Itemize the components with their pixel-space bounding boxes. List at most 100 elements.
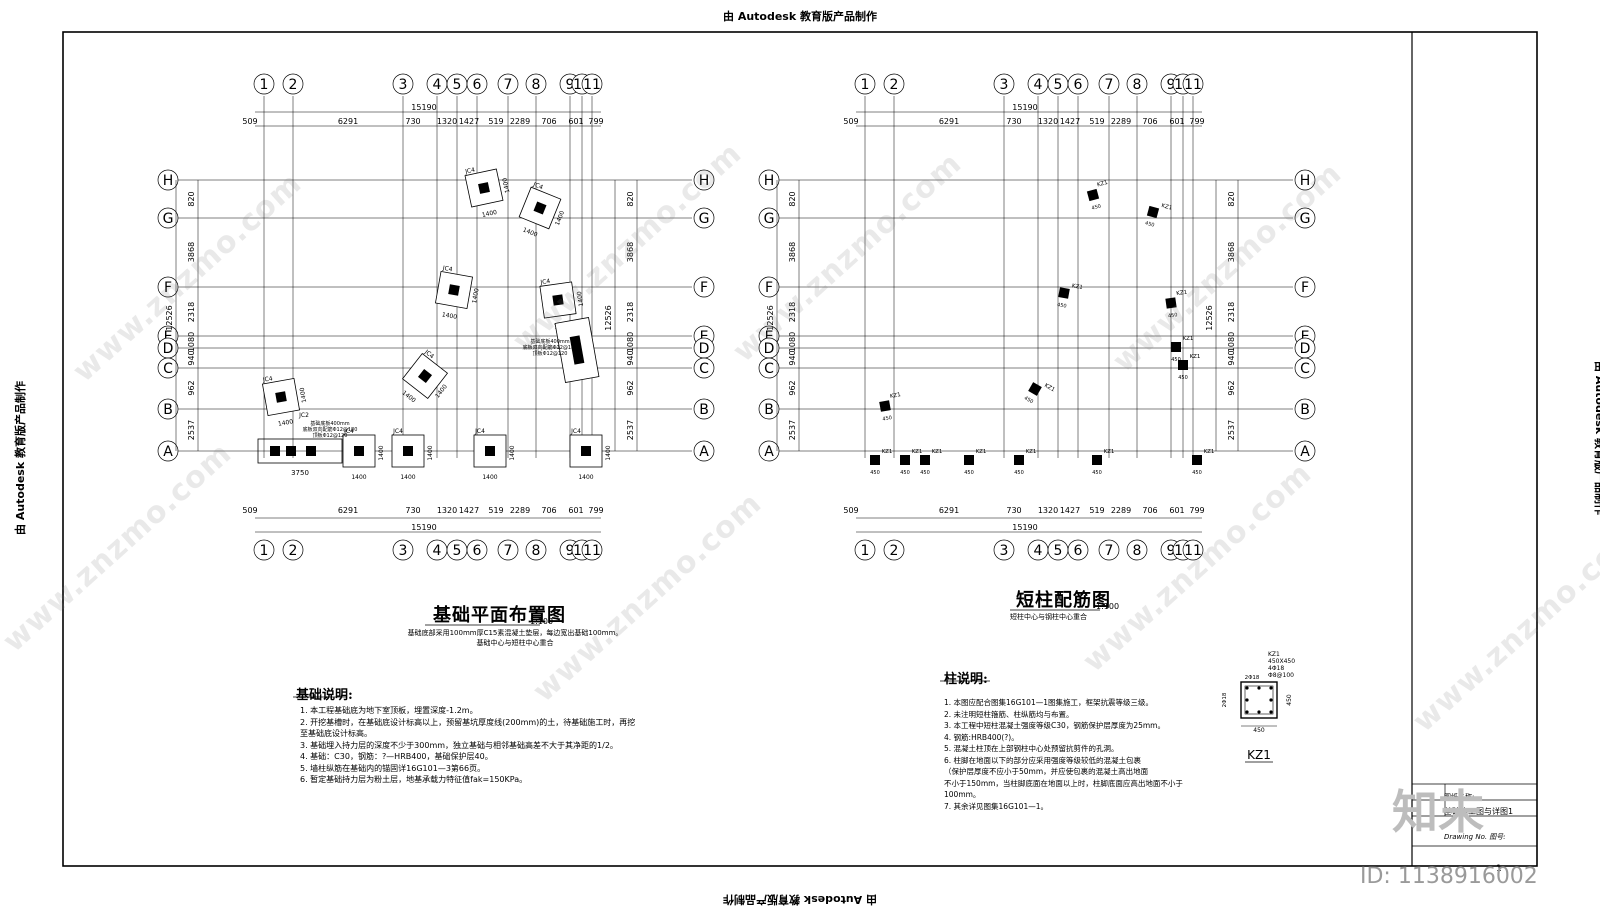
left-row-bubble-left (157, 207, 179, 229)
right-notes-heading: 柱说明: (944, 672, 988, 687)
left-sub-line-2: 基础中心与短柱中心重合 (476, 639, 554, 647)
left-col-bubble-bottom-label: 7 (504, 543, 513, 559)
right-dim-row: 940 (1227, 350, 1236, 365)
left-dim-span-top: 519 (488, 117, 503, 126)
right-dim-span-top: 601 (1169, 117, 1184, 126)
left-footing-jc4-column (354, 446, 364, 456)
left-col-bubble-bottom-label: 5 (453, 543, 462, 559)
left-row-bubble-left-label: C (163, 361, 173, 377)
kz1-rebar (1269, 710, 1273, 714)
left-row-bubble-left-label: G (163, 211, 174, 227)
left-dim-row: 2537 (187, 420, 196, 440)
right-col-bubble-top-label: 6 (1074, 77, 1083, 93)
left-row-bubble-right-label: H (699, 173, 710, 189)
right-row-bubble-left-label: D (764, 341, 775, 357)
kz1-detail-side-bars: 2Φ18 (1245, 675, 1260, 681)
left-footing-tall (554, 317, 600, 383)
right-col-bubble-bottom (1098, 539, 1120, 561)
right-dim-span-bottom: 706 (1142, 506, 1157, 515)
right-column-kz1-dim: 450 (1144, 220, 1155, 228)
left-col-bubble-top (525, 73, 547, 95)
right-column-kz1-column (1171, 342, 1181, 352)
right-column-kz1-label: KZ1 (882, 449, 893, 455)
left-footing-jc4-column (581, 446, 591, 456)
left-row-bubble-right (693, 357, 715, 379)
left-footing-jc4-column (485, 446, 495, 456)
right-dim-span-top: 1320 (1038, 117, 1058, 126)
left-strip-footing (257, 438, 343, 464)
right-column-kz1-column (964, 455, 974, 465)
left-col-bubble-top-label: 8 (532, 77, 541, 93)
left-plan-group: 11223344556677889910101111HHGGFFEEDDCCBB… (157, 73, 715, 561)
right-column-kz1-label: KZ1 (912, 449, 923, 455)
right-row-bubble-left (758, 440, 780, 462)
left-dim-span-bottom: 1320 (437, 506, 457, 515)
left-footing-jc4-label: JC4 (539, 278, 551, 286)
right-col-bubble-bottom-label: 7 (1105, 543, 1114, 559)
left-footing-jc4-label: JC4 (441, 265, 453, 274)
right-plan-scale: 1:100 (1096, 602, 1120, 611)
left-footing-jc4-label: JC4 (570, 428, 581, 435)
left-row-bubble-right-label: E (700, 329, 709, 345)
right-row-bubble-left (758, 169, 780, 191)
left-footing-jc4-column (478, 182, 490, 194)
right-row-bubble-right (1294, 276, 1316, 298)
right-column-kz1-label: KZ1 (1176, 290, 1188, 297)
left-footing-jc4-label: JC4 (392, 428, 403, 435)
left-footing-jc4-label: JC4 (531, 181, 544, 192)
left-row-bubble-left-label: A (163, 444, 173, 460)
left-footing-jc4-dim-v: 1400 (509, 445, 516, 460)
kz1-rebar (1269, 698, 1273, 702)
right-col-bubble-bottom-label: 3 (1000, 543, 1009, 559)
left-footing-jc4-dim-v: 1400 (299, 387, 309, 403)
left-row-bubble-left-label: E (164, 329, 173, 345)
right-column-kz1-dim: 450 (882, 415, 892, 423)
right-dim-span-bottom: 1320 (1038, 506, 1058, 515)
right-note: 2. 未注明短柱箍筋、柱纵筋均与布置。 (944, 709, 1074, 719)
left-col-bubble-top (466, 73, 488, 95)
right-col-bubble-top-label: 2 (890, 77, 899, 93)
right-col-bubble-bottom-label: 5 (1054, 543, 1063, 559)
title-block-no-label: Drawing No. 图号: (1444, 833, 1506, 841)
left-note: 2. 开挖基槽时，在基础底设计标高以上，预留基坑厚度线(200mm)的土，待基础… (300, 717, 636, 739)
left-col-bubble-bottom-label: 6 (473, 543, 482, 559)
left-tall-note: 底板双向配筋Φ12@180 (523, 344, 578, 351)
left-footing-jc4-column (533, 201, 547, 215)
right-dim-row: 962 (788, 380, 797, 395)
right-col-bubble-bottom-label: 2 (890, 543, 899, 559)
left-notes: 1. 本工程基础底为地下室顶板，埋置深度-1.2m。 2. 开挖基槽时，在基础底… (300, 705, 640, 786)
right-dim-span-bottom: 509 (843, 506, 858, 515)
right-dim-row: 3868 (1227, 242, 1236, 262)
right-column-kz1-label: KZ1 (1096, 180, 1108, 189)
right-column-kz1-label: KZ1 (1183, 336, 1194, 342)
left-dim-span-top: 509 (242, 117, 257, 126)
left-plan-scale: 1:100 (530, 617, 554, 626)
right-dim-row: 1080 (1227, 332, 1236, 352)
left-col-bubble-bottom-label: 3 (399, 543, 408, 559)
right-note: （保护层厚度不应小于50mm，并应使包裹的混凝土高出地面 (944, 767, 1149, 776)
left-strip-note: 底板双向配筋Φ12@180 (303, 426, 358, 433)
left-col-bubble-bottom-label: 8 (532, 543, 541, 559)
right-row-bubble-right-label: C (1300, 361, 1310, 377)
left-strip-column (286, 446, 296, 456)
left-dim-span-top: 1427 (459, 117, 479, 126)
left-dim-row: 2537 (626, 420, 635, 440)
right-column-kz1-dim: 450 (1192, 470, 1202, 476)
right-dim-total-bottom-text: 15190 (1012, 523, 1037, 532)
right-col-bubble-bottom (993, 539, 1015, 561)
right-column-kz1-dim: 450 (920, 470, 930, 476)
left-strip-column (270, 446, 280, 456)
left-footing-jc4-column (417, 368, 433, 384)
kz1-detail-stirrups: Φ8@100 (1268, 672, 1294, 679)
right-column-kz1-dim: 450 (1014, 470, 1024, 476)
right-col-bubble-top (1182, 73, 1204, 95)
